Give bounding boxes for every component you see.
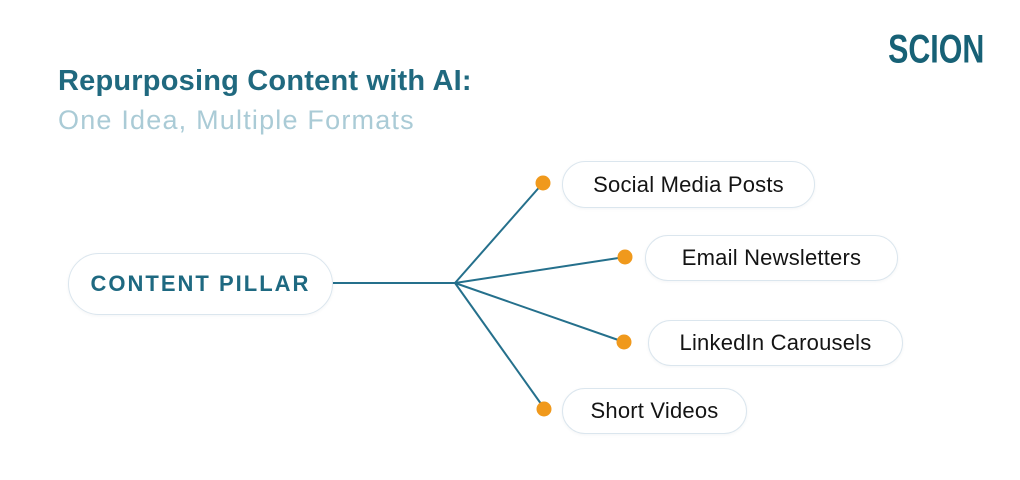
node-content-pillar-label: CONTENT PILLAR [90,271,311,296]
node-short-videos-label: Short Videos [590,398,719,423]
branch-dot-4 [536,401,552,417]
connector-branch-3 [454,282,625,343]
node-social-media-posts: Social Media Posts [562,161,815,208]
node-short-videos: Short Videos [562,388,747,434]
node-linkedin-carousels-label: LinkedIn Carousels [679,330,872,355]
node-email-newsletters-label: Email Newsletters [681,245,862,270]
page-subtitle: One Idea, Multiple Formats [58,105,415,135]
node-linkedin-carousels: LinkedIn Carousels [648,320,903,366]
branch-dot-3 [616,334,632,350]
page-title: Repurposing Content with AI: [58,65,472,97]
connector-branch-4 [454,282,545,409]
node-social-media-posts-label: Social Media Posts [593,171,784,197]
branch-dot-1 [535,175,551,191]
branch-dot-2 [617,249,633,265]
connector-branch-1 [454,182,544,284]
node-email-newsletters: Email Newsletters [645,235,898,281]
connector-branch-2 [454,256,626,284]
node-content-pillar: CONTENT PILLAR [68,253,333,315]
brand-logo: SCION [887,27,984,72]
